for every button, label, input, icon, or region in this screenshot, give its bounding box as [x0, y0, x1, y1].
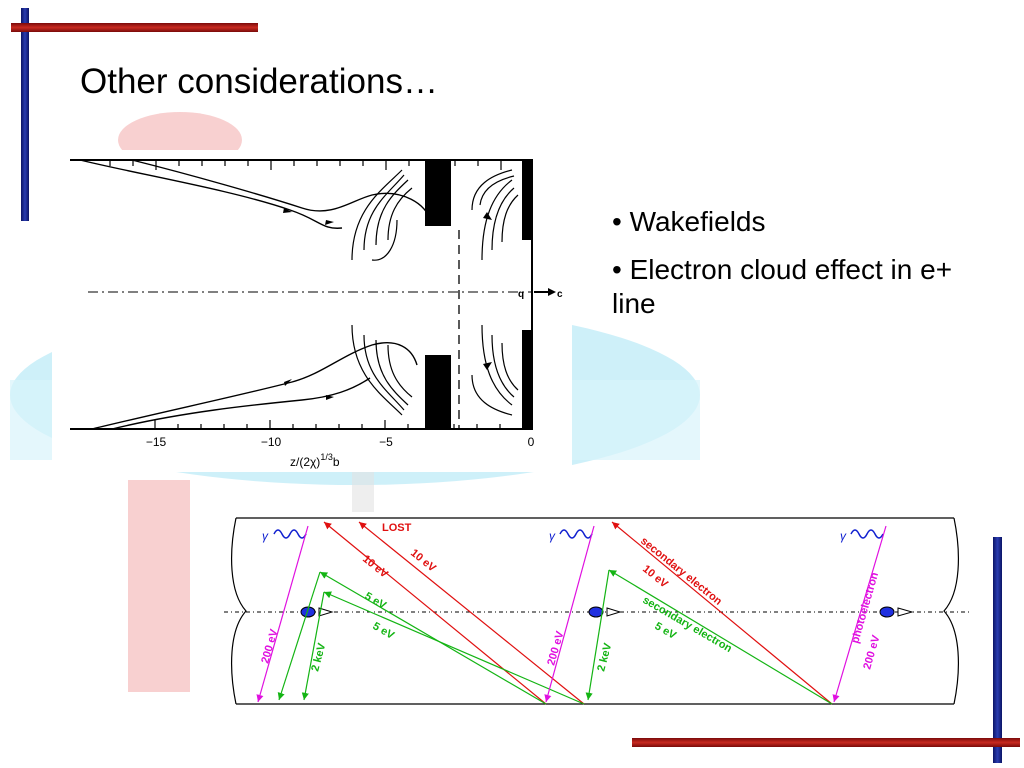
pipe-end-right	[943, 517, 959, 705]
field-arrows	[283, 208, 492, 400]
photon-symbol: γ	[549, 529, 556, 543]
secondary-electron-paths	[277, 569, 833, 705]
charge-label: q	[518, 289, 524, 300]
dense-band-lower-1	[425, 355, 451, 429]
bunches	[300, 606, 914, 618]
dense-band-upper-2	[522, 160, 532, 240]
bullet-electron-cloud: • Electron cloud effect in e+ line	[612, 254, 953, 319]
x-tick-label: −5	[379, 435, 393, 449]
bullet-list: • Wakefields • Electron cloud effect in …	[612, 205, 972, 335]
dense-band-lower-2	[522, 330, 532, 429]
lost-label: LOST	[382, 522, 412, 534]
velocity-label: c	[557, 289, 563, 300]
photon-symbol: γ	[262, 529, 269, 543]
photon-waves	[273, 529, 884, 539]
x-tick-label: −15	[146, 435, 167, 449]
top-axis-ticks	[109, 160, 502, 170]
x-axis-label: z/(2χ)1/3b	[290, 452, 340, 469]
wakefield-plot: q c −15 −10 −5 0 z/(2χ)1/3b	[52, 150, 572, 472]
decor-bar-bottom	[632, 738, 1020, 747]
bunch-3	[879, 606, 895, 618]
bullet-wakefields: • Wakefields	[612, 206, 766, 237]
field-loops-lower	[351, 324, 519, 416]
electron-cloud-diagram: γ γ γ LOST 10 eV 10 eV 10 eV secondary e…	[224, 512, 980, 708]
decor-bar-left	[21, 8, 29, 221]
field-lines-lower	[91, 342, 418, 430]
x-tick-label: −10	[261, 435, 282, 449]
photon-symbol: γ	[840, 529, 847, 543]
x-tick-label: 0	[528, 435, 535, 449]
decor-bar-top	[11, 23, 258, 32]
field-loops-upper	[351, 169, 519, 261]
bunch-1	[300, 606, 316, 618]
field-lines-upper	[79, 159, 431, 229]
lost-electron-paths	[323, 521, 833, 705]
decor-bar-right	[993, 537, 1002, 763]
dense-band-upper-1	[425, 160, 451, 226]
pipe-end-left	[231, 517, 247, 705]
bunch-2	[588, 606, 604, 618]
x-tick-labels: −15 −10 −5 0	[146, 435, 535, 449]
photoelectron-paths	[256, 525, 887, 703]
photon-symbols: γ γ γ	[262, 529, 847, 543]
slide-title: Other considerations…	[80, 62, 438, 101]
